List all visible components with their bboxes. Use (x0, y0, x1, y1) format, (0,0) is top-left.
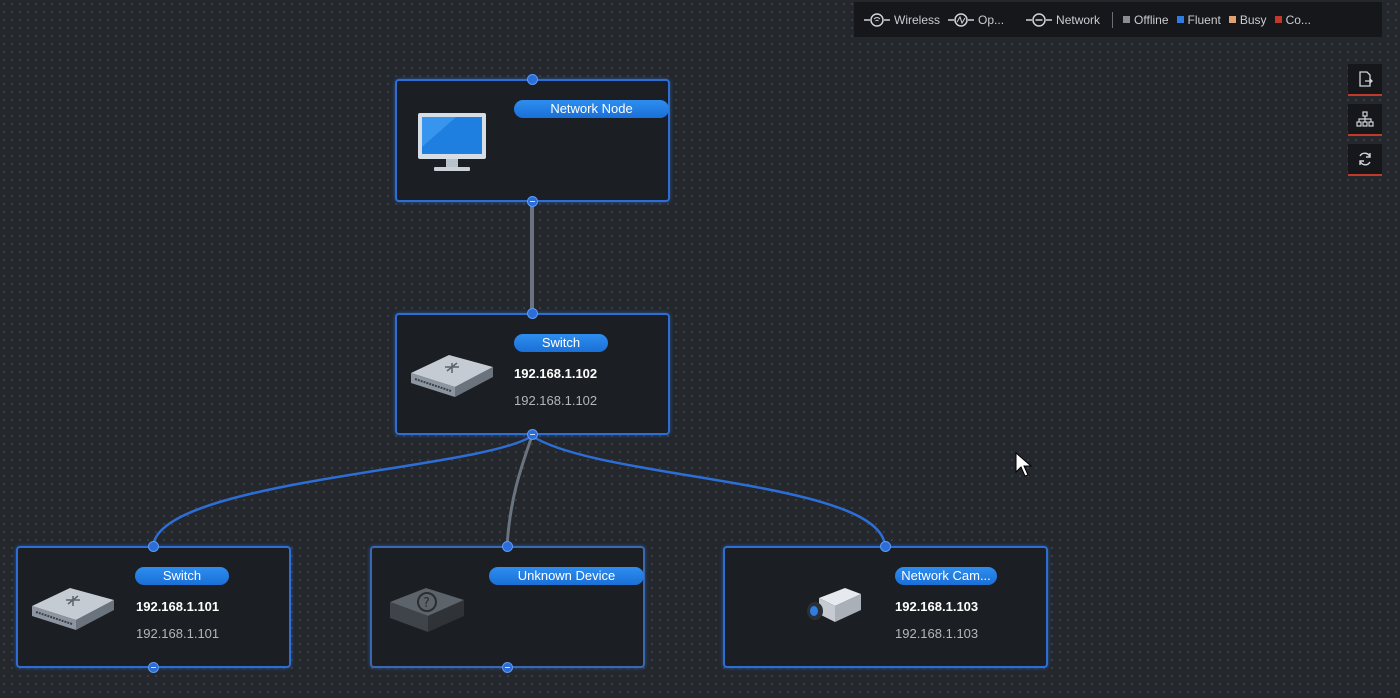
link-switch-child (151, 434, 533, 547)
camera-icon (807, 588, 861, 622)
node-ip-secondary: 192.168.1.101 (136, 626, 220, 641)
fluent-swatch (1176, 16, 1184, 23)
network-link-icon (1026, 12, 1053, 27)
wireless-link-icon (864, 12, 890, 27)
topology-icon (1356, 111, 1374, 127)
monitor-icon (418, 113, 486, 171)
legend-status-offline: Offline (1123, 12, 1169, 27)
node-port-bottom[interactable] (527, 429, 538, 440)
topology-layout-button[interactable] (1348, 104, 1382, 136)
node-port-top[interactable] (527, 74, 538, 85)
node-port-bottom[interactable] (502, 662, 513, 673)
legend-wireless-label: Wireless (894, 12, 941, 27)
congested-swatch (1274, 16, 1282, 23)
node-ip-secondary: 192.168.1.102 (514, 393, 598, 408)
legend-status-busy: Busy (1228, 12, 1267, 27)
node-title-badge: Switch (135, 567, 229, 585)
mouse-cursor-icon (1015, 452, 1033, 477)
node-port-top[interactable] (502, 541, 513, 552)
legend-network-label: Network (1056, 12, 1101, 27)
legend-status-label: Fluent (1187, 12, 1221, 27)
node-ip-primary: 192.168.1.103 (895, 599, 979, 614)
node-network-camera[interactable]: Network Cam... 192.168.1.103 192.168.1.1… (723, 546, 1048, 668)
unknown-device-icon: ? (390, 588, 464, 632)
node-title-badge: Unknown Device (489, 567, 644, 585)
legend-status-label: Offline (1134, 12, 1169, 27)
node-port-top[interactable] (880, 541, 891, 552)
legend-optical: Op... (948, 13, 1004, 27)
legend-network: Network (1026, 13, 1100, 27)
node-ip-primary: 192.168.1.102 (514, 366, 598, 381)
node-title-badge: Network Node (514, 100, 669, 118)
refresh-icon (1359, 152, 1371, 166)
node-port-top[interactable] (148, 541, 159, 552)
node-ip-primary: 192.168.1.101 (136, 599, 220, 614)
node-port-bottom[interactable] (148, 662, 159, 673)
legend-status-label: Co... (1285, 12, 1311, 27)
svg-text:?: ? (423, 596, 430, 611)
legend-status-label: Busy (1239, 12, 1267, 27)
switch-icon (411, 355, 493, 397)
legend-divider (1112, 11, 1114, 28)
legend-status-fluent: Fluent (1176, 12, 1221, 27)
legend-optical-label: Op... (978, 12, 1005, 27)
node-title-badge: Network Cam... (895, 567, 997, 585)
link-switch-unknown (505, 435, 534, 547)
legend-status-congested: Co... (1274, 12, 1311, 27)
node-network-node[interactable]: Network Node (395, 79, 670, 202)
node-title-badge: Switch (514, 334, 608, 352)
offline-swatch (1123, 16, 1131, 23)
link-switch-camera (531, 434, 887, 547)
legend-wireless: Wireless (864, 13, 940, 27)
node-unknown-device[interactable]: Unknown Device ? (370, 546, 645, 668)
export-button[interactable] (1348, 64, 1382, 96)
legend-bar: Wireless Op... Network Offline Fluent Bu… (854, 2, 1382, 37)
export-icon (1359, 71, 1373, 87)
node-switch-main[interactable]: Switch 192.168.1.102 192.168.1.102 (395, 313, 670, 435)
refresh-button[interactable] (1348, 144, 1382, 176)
optical-link-icon (948, 12, 975, 27)
busy-swatch (1228, 16, 1236, 23)
node-port-top[interactable] (527, 308, 538, 319)
node-switch-child[interactable]: Switch 192.168.1.101 192.168.1.101 (16, 546, 291, 668)
node-ip-secondary: 192.168.1.103 (895, 626, 979, 641)
node-port-bottom[interactable] (527, 196, 538, 207)
switch-icon (32, 588, 114, 630)
